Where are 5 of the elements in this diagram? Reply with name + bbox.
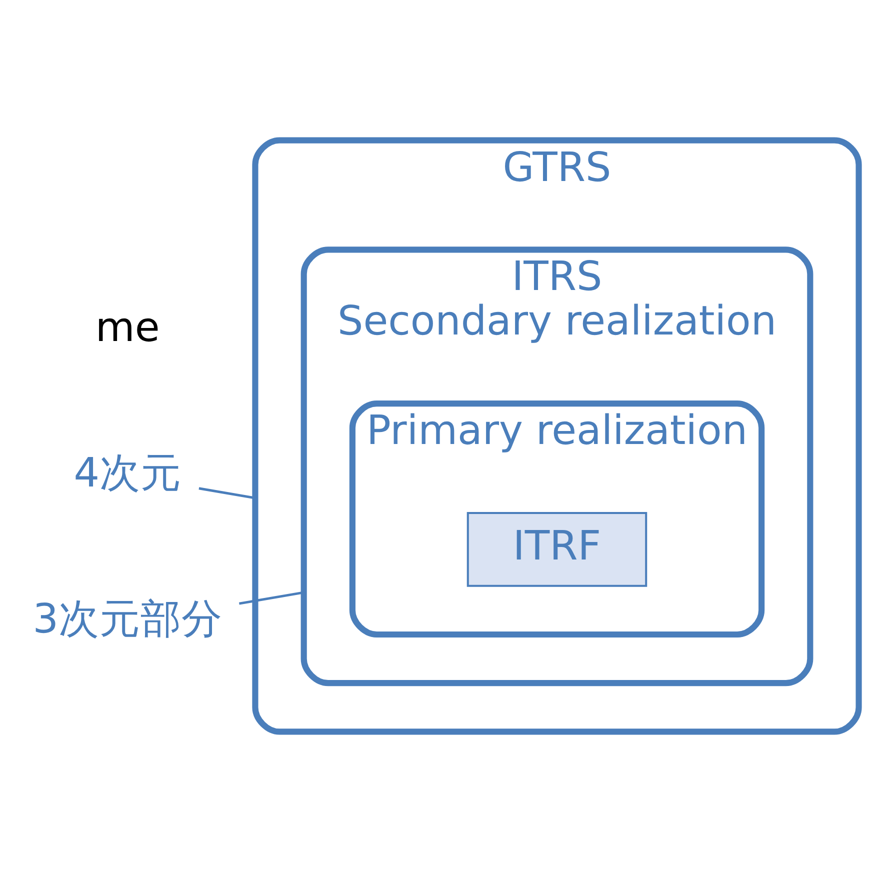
connector (198, 486, 256, 499)
label: me (95, 302, 160, 350)
node-box: ITRF (466, 511, 648, 586)
node-text: 3次元部分 (32, 594, 223, 642)
node-text: 4次元 (74, 448, 182, 496)
